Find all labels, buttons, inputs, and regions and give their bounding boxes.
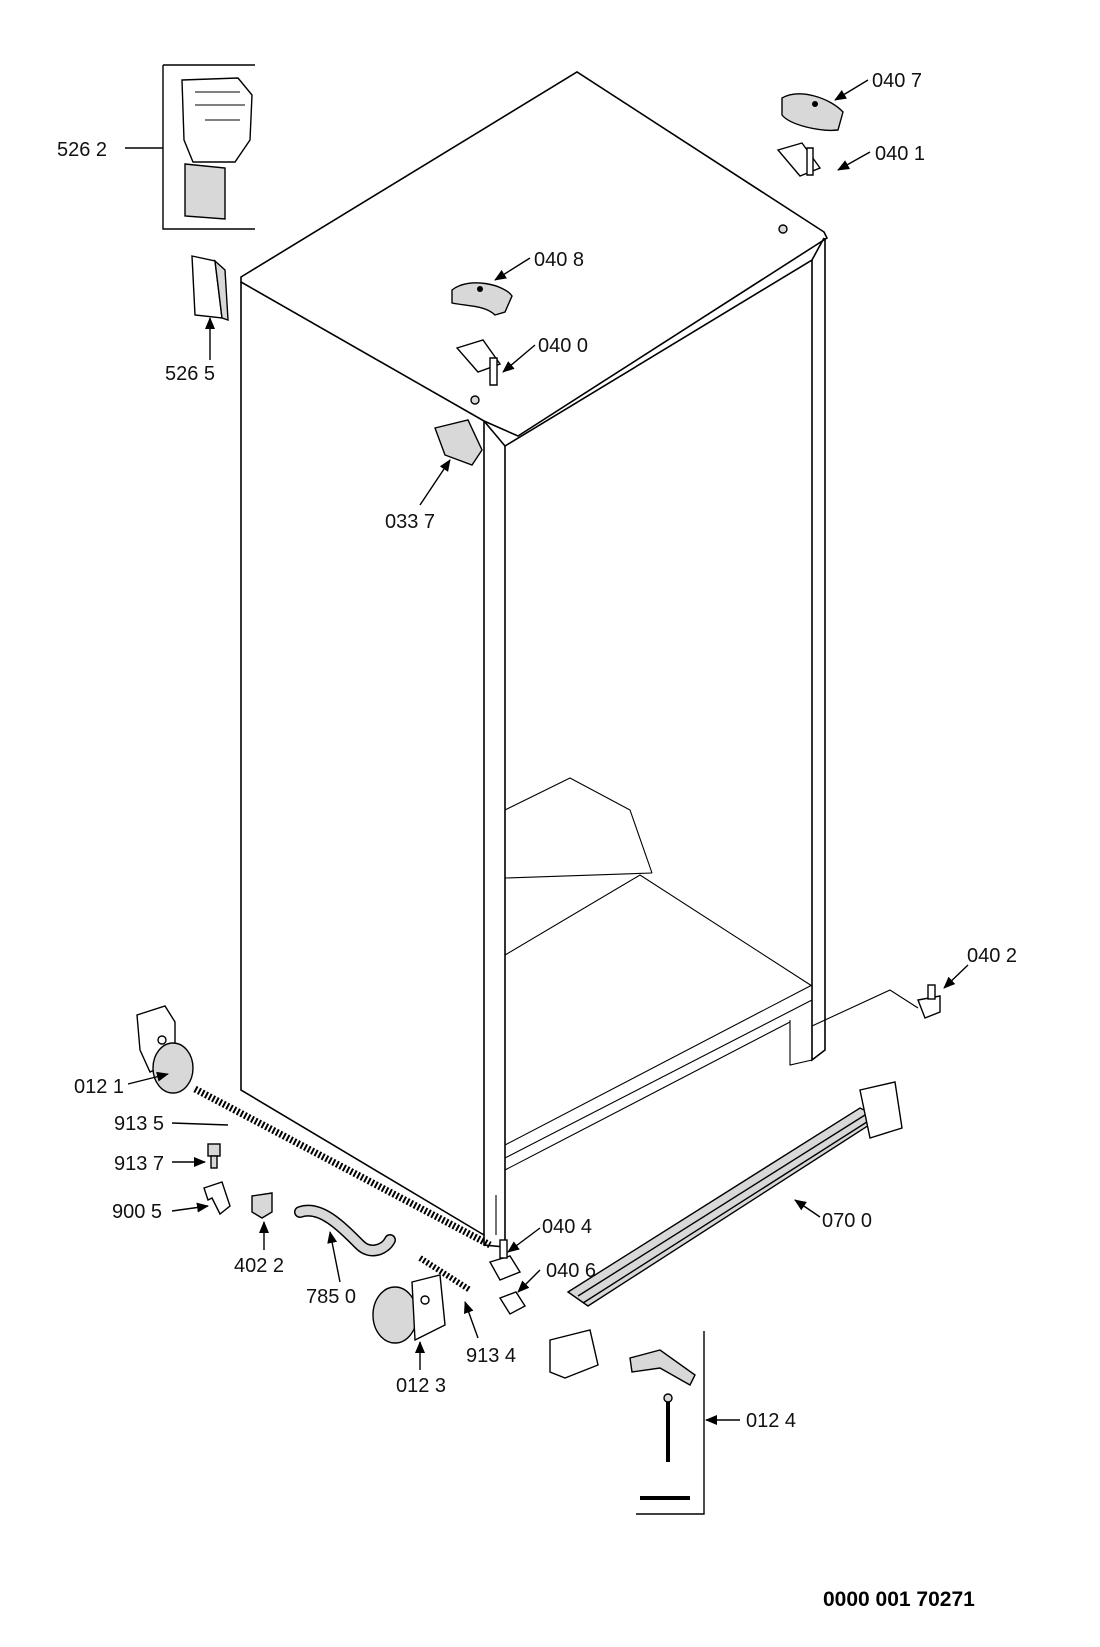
callout-leaders xyxy=(125,79,969,1425)
lower-hinge-pin-part xyxy=(917,984,941,1019)
cap-part xyxy=(251,1192,273,1219)
drain-hose-part xyxy=(294,1204,396,1257)
small-screw-part xyxy=(207,1143,221,1169)
label-040-2: 040 2 xyxy=(967,945,1017,967)
label-526-5: 526 5 xyxy=(165,363,215,385)
accessory-kit-part xyxy=(629,1331,705,1515)
hinge-cover-part xyxy=(191,255,229,321)
label-040-8: 040 8 xyxy=(534,249,584,271)
front-wheel-assembly-part xyxy=(372,1274,446,1344)
label-040-0: 040 0 xyxy=(538,335,588,357)
cabinet-body xyxy=(240,71,919,1248)
label-070-0: 070 0 xyxy=(822,1210,872,1232)
label-913-7: 913 7 xyxy=(114,1153,164,1175)
label-040-1: 040 1 xyxy=(875,143,925,165)
label-913-5: 913 5 xyxy=(114,1113,164,1135)
label-012-4: 012 4 xyxy=(746,1410,796,1432)
label-040-4: 040 4 xyxy=(542,1216,592,1238)
label-040-7: 040 7 xyxy=(872,70,922,92)
document-number: 0000 001 70271 xyxy=(823,1588,975,1611)
foot-part xyxy=(488,1239,522,1281)
clip-part xyxy=(203,1181,231,1216)
toe-kick-grille-part xyxy=(549,1081,903,1379)
top-hinge-bracket-right-part xyxy=(776,142,822,234)
label-012-3: 012 3 xyxy=(396,1375,446,1397)
label-900-5: 900 5 xyxy=(112,1201,162,1223)
top-hinge-cap-right-part xyxy=(781,93,844,132)
top-hinge-bracket-left-part xyxy=(455,339,502,405)
label-033-7: 033 7 xyxy=(385,511,435,533)
top-hinge-cap-left-part xyxy=(451,282,513,316)
label-785-0: 785 0 xyxy=(306,1286,356,1308)
label-402-2: 402 2 xyxy=(234,1255,284,1277)
label-913-4: 913 4 xyxy=(466,1345,516,1367)
screw-pair-part xyxy=(418,1255,472,1293)
label-040-6: 040 6 xyxy=(546,1260,596,1282)
label-012-1: 012 1 xyxy=(74,1076,124,1098)
control-box-part xyxy=(162,64,255,230)
latch-part xyxy=(434,419,483,466)
spacer-part xyxy=(498,1291,526,1315)
label-526-2: 526 2 xyxy=(57,139,107,161)
